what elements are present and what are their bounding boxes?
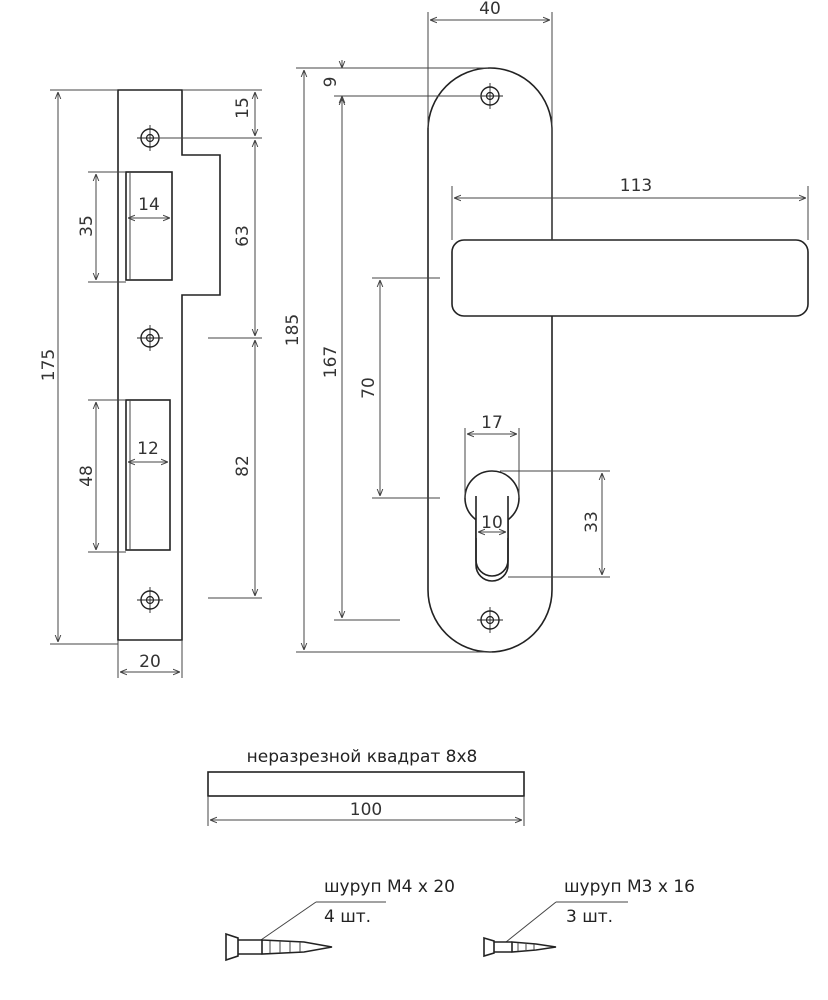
- strike-plate-upper-slot: [125, 171, 173, 281]
- dim-upper-slot-width: 14: [138, 195, 160, 215]
- dim-cylinder-width: 17: [481, 413, 503, 433]
- dim-lower-slot-height: 48: [77, 465, 97, 487]
- dim-strike-overall-length: 175: [39, 349, 59, 381]
- spindle-label: неразрезной квадрат 8х8: [247, 747, 478, 767]
- dim-spindle-length: 100: [350, 800, 382, 820]
- dim-screw-spacing: 167: [321, 346, 341, 378]
- lever-handle: [451, 239, 809, 317]
- strike-plate-outline: [117, 89, 221, 641]
- strike-plate-lower-slot: [125, 399, 171, 551]
- dim-lower-slot-width: 12: [137, 439, 159, 459]
- dim-top-offset: 15: [233, 97, 253, 119]
- screw-m4-icon: [225, 932, 333, 962]
- dim-overall-height: 185: [283, 314, 303, 346]
- dim-screw-spacing-lower: 82: [233, 455, 253, 477]
- dim-cylinder-height: 33: [582, 511, 602, 533]
- screw-m3: шуруп М3 х 16 3 шт.: [483, 877, 695, 958]
- escutcheon-outline: [427, 67, 553, 653]
- dim-cylinder-inner-width: 10: [481, 513, 503, 533]
- screw-qty: 3 шт.: [566, 907, 613, 927]
- dim-handle-to-cylinder: 70: [359, 377, 379, 399]
- dim-strike-plate-width: 20: [139, 652, 161, 672]
- screw-m3-icon: [483, 936, 557, 958]
- dim-plate-width: 40: [479, 0, 501, 19]
- screw-hole-icon: [136, 586, 164, 614]
- handle-plate: 40 9 113 185 167 70 17 10: [283, 0, 809, 653]
- spindle: неразрезной квадрат 8х8 100: [207, 747, 525, 826]
- screw-qty: 4 шт.: [324, 907, 371, 927]
- screw-name: шуруп М3 х 16: [564, 877, 695, 897]
- screw-hole-icon: [136, 324, 164, 352]
- screw-name: шуруп М4 х 20: [324, 877, 455, 897]
- dim-top-screw-offset: 9: [321, 77, 341, 88]
- dim-screw-spacing-upper: 63: [233, 225, 253, 247]
- screw-hole-icon: [476, 606, 504, 634]
- strike-plate: 175 35 14 48 12 15 63 82 20: [39, 89, 262, 678]
- spindle-bar: [207, 771, 525, 797]
- screw-m4: шуруп М4 х 20 4 шт.: [225, 877, 455, 962]
- dim-lever-length: 113: [620, 176, 652, 196]
- dim-upper-slot-height: 35: [77, 215, 97, 237]
